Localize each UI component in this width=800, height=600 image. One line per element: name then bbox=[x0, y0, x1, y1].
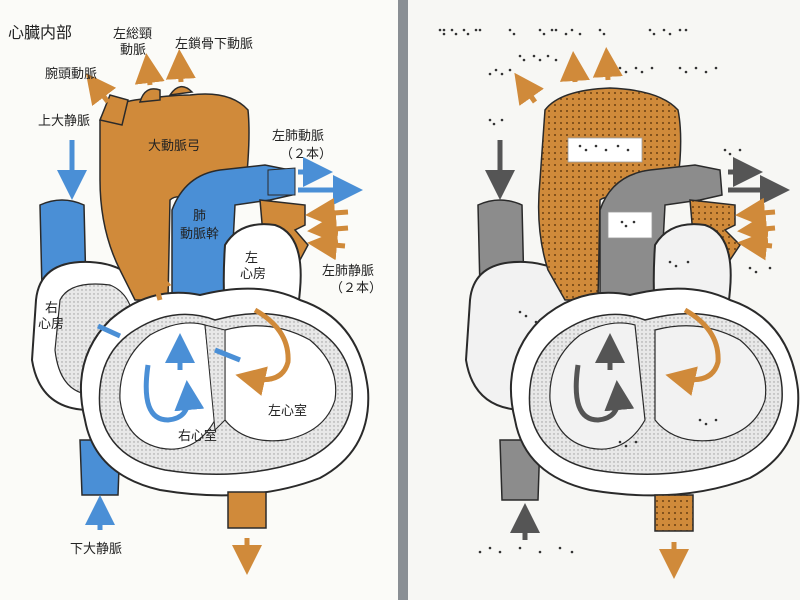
label-left-ventricle: 左心室 bbox=[268, 403, 307, 419]
label-left-atrium-1: 左 bbox=[245, 251, 258, 266]
left-subclavian-artery bbox=[168, 86, 194, 96]
tactile-arrow-pulm-vein-1 bbox=[735, 197, 776, 228]
arrow-rv-curve bbox=[143, 364, 205, 423]
arrow-ra-to-rv bbox=[96, 323, 122, 339]
label-right-atrium-2: 心房 bbox=[38, 316, 64, 332]
arrow-pulm-vein-2 bbox=[307, 213, 349, 244]
label-left-atrium-2: 心房 bbox=[240, 266, 266, 282]
tactile-arrow-rv-curve bbox=[573, 364, 635, 423]
arrow-pulm-vein-3 bbox=[307, 230, 346, 261]
left-sheet: 心臓内部 bbox=[0, 0, 398, 600]
descending-aorta bbox=[227, 491, 267, 529]
label-pulmonary-trunk-1: 肺 bbox=[193, 209, 206, 224]
tactile-descending-aorta bbox=[654, 494, 694, 532]
arrow-subclavian-out bbox=[165, 49, 196, 83]
arrow-lv-curve bbox=[235, 307, 291, 396]
label-left-subclavian: 左鎖骨下動脈 bbox=[175, 36, 253, 52]
braille-dots-labels bbox=[478, 118, 772, 554]
label-left-common-carotid-1: 左総頸 bbox=[113, 27, 152, 42]
label-pulmonary-vein-2: （２本） bbox=[330, 281, 382, 296]
arrow-pulm-vein-1 bbox=[305, 197, 349, 228]
arrow-lv-to-aorta bbox=[142, 260, 172, 301]
right-tactile-sheet bbox=[408, 0, 800, 600]
arrow-brachiocephalic-out bbox=[85, 73, 117, 107]
tactile-arrow-pulm-vein-3 bbox=[737, 230, 773, 261]
label-inferior-vena-cava: 下大静脈 bbox=[70, 542, 122, 557]
diagram-title: 心臓内部 bbox=[8, 23, 72, 42]
left-ventricle-chamber bbox=[224, 325, 337, 442]
tactile-arrow-subclavian bbox=[592, 47, 623, 81]
label-pulmonary-artery-1: 左肺動脈 bbox=[272, 129, 324, 144]
label-pulmonary-artery-2: （２本） bbox=[280, 147, 332, 162]
arrow-carotid-out bbox=[134, 53, 165, 86]
label-aortic-arch: 大動脈弓 bbox=[148, 139, 200, 154]
label-pulmonary-vein-1: 左肺静脈 bbox=[322, 264, 374, 279]
label-left-common-carotid-2: 動脈 bbox=[120, 43, 146, 58]
aorta bbox=[99, 93, 250, 301]
label-superior-vena-cava: 上大静脈 bbox=[38, 114, 90, 129]
left-common-carotid-artery bbox=[138, 88, 161, 103]
tactile-arrow-lv-curve bbox=[665, 307, 721, 396]
tactile-arrow-brachiocephalic bbox=[514, 72, 544, 106]
tactile-arrow-pulm-vein-2 bbox=[737, 213, 776, 244]
label-brachiocephalic: 腕頭動脈 bbox=[45, 66, 97, 82]
label-right-atrium-1: 右 bbox=[45, 301, 58, 316]
tactile-left-ventricle-chamber bbox=[654, 325, 767, 442]
tactile-arrow-carotid bbox=[559, 51, 590, 83]
label-right-ventricle: 右心室 bbox=[178, 428, 217, 444]
arrow-la-to-lv bbox=[214, 347, 241, 363]
label-pulmonary-trunk-2: 動脈幹 bbox=[180, 226, 219, 242]
tactile-pulmonary-trunk-label-box bbox=[607, 211, 653, 239]
left-pulmonary-artery-stub bbox=[267, 167, 296, 196]
